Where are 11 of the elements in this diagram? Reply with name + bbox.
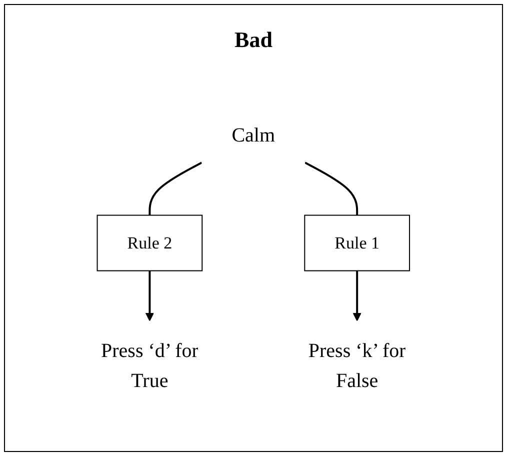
frame-border: Bad Calm Rule 2 Rule 1 Press ‘d’ for True Press ‘k’ for False (4, 4, 503, 452)
node-text: Press ‘d’ for True (101, 340, 198, 392)
arrow (145, 270, 154, 322)
node-text: Calm (232, 124, 276, 146)
node-text: Press ‘k’ for False (308, 340, 406, 392)
node-box (96, 214, 203, 272)
title: Bad (234, 27, 274, 53)
node-box (304, 214, 410, 272)
arrow (352, 270, 362, 322)
connector (148, 162, 202, 216)
connector (304, 162, 358, 216)
